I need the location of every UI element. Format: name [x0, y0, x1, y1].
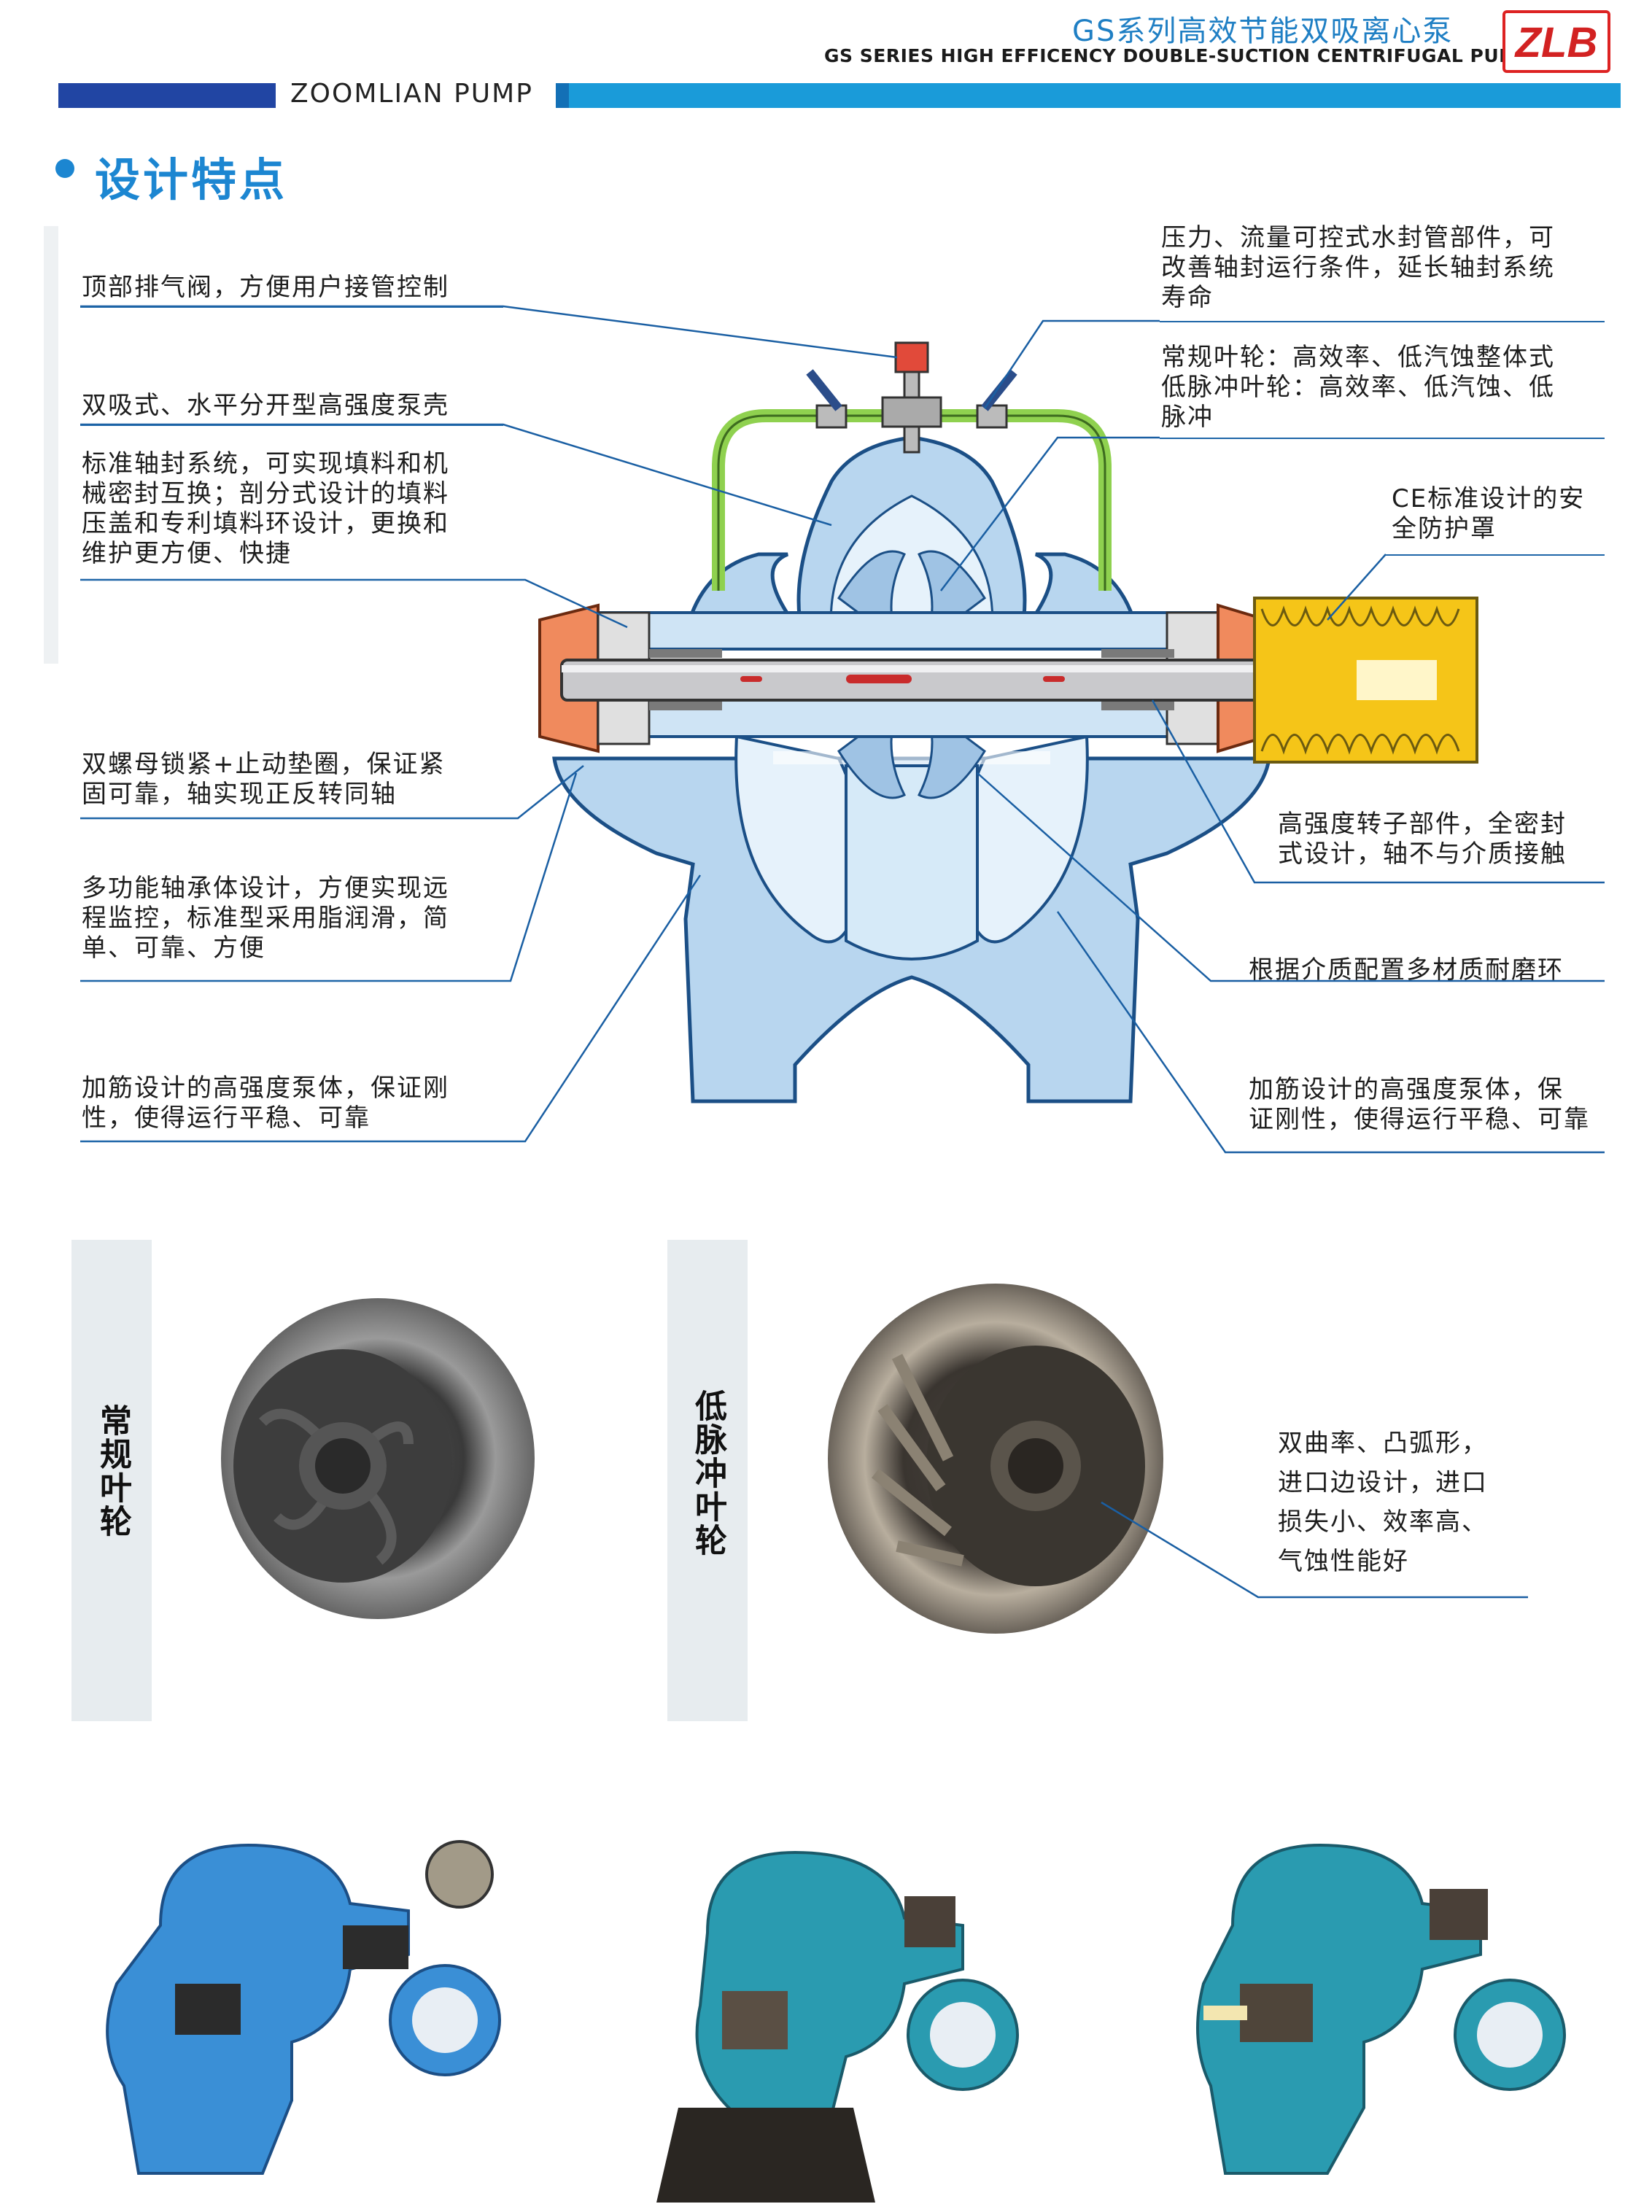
callout-shaft-seal: 标准轴封系统，可实现填料和机 械密封互换；剖分式设计的填料 压盖和专利填料环设计…: [82, 449, 449, 568]
product-photos: [106, 1840, 1566, 2203]
callout-wear-ring: 根据介质配置多材质耐磨环: [1249, 955, 1564, 985]
callout-impeller: 常规叶轮：高效率、低汽蚀整体式 低脉冲叶轮：高效率、低汽蚀、低 脉冲: [1161, 343, 1555, 432]
low-pulse-impeller-label: 低脉冲叶轮: [689, 1389, 726, 1557]
callout-rotor: 高强度转子部件，全密封 式设计，轴不与介质接触: [1278, 810, 1567, 869]
svg-text:ZLB: ZLB: [1514, 19, 1598, 66]
callout-ribbed-body-right: 加筋设计的高强度泵体，保 证刚性，使得运行平稳、可靠: [1249, 1075, 1590, 1134]
section-bullet-icon: [55, 159, 74, 178]
brand-bar-left: [58, 83, 276, 108]
section-title: 设计特点: [95, 153, 288, 206]
pump-photo-teal-base: [656, 1850, 1019, 2203]
zlb-logo: ZLB: [1502, 10, 1610, 73]
brand-name: ZOOMLIAN PUMP: [290, 79, 533, 109]
pump-photo-blue: [106, 1840, 501, 2175]
low-pulse-impeller-panel: [667, 1240, 748, 1721]
callout-pump-casing: 双吸式、水平分开型高强度泵壳: [82, 391, 449, 420]
standard-impeller-panel: [71, 1240, 152, 1721]
brand-bar-right: [556, 83, 1621, 108]
vent-valve-icon: [894, 341, 929, 373]
header-title-en: GS SERIES HIGH EFFICENCY DOUBLE-SUCTION …: [824, 45, 1532, 66]
pump-photo-teal: [1196, 1843, 1566, 2175]
header-title-cn: GS系列高效节能双吸离心泵: [1072, 15, 1454, 48]
callout-vent-valve: 顶部排气阀，方便用户接管控制: [82, 273, 449, 302]
impellers-illustration: [221, 1284, 1528, 1634]
low-pulse-impeller-image: [828, 1284, 1163, 1634]
standard-impeller-image: [221, 1298, 535, 1619]
callout-bearing-housing: 多功能轴承体设计，方便实现远 程监控，标准型采用脂润滑，简 单、可靠、方便: [82, 874, 449, 963]
standard-impeller-label: 常规叶轮: [94, 1404, 131, 1538]
pump-section-diagram: [44, 226, 1605, 1154]
callout-water-seal: 压力、流量可控式水封管部件，可 改善轴封运行条件，延长轴封系统 寿命: [1161, 223, 1555, 312]
callout-safety-guard: CE标准设计的安 全防护罩: [1392, 484, 1586, 543]
callout-ribbed-body-left: 加筋设计的高强度泵体，保证刚 性，使得运行平稳、可靠: [82, 1074, 449, 1133]
callout-lock-nut: 双螺母锁紧+止动垫圈，保证紧 固可靠，轴实现正反转同轴: [82, 750, 446, 809]
impeller-feature-text: 双曲率、凸弧形， 进口边设计，进口 损失小、效率高、 气蚀性能好: [1278, 1429, 1488, 1576]
